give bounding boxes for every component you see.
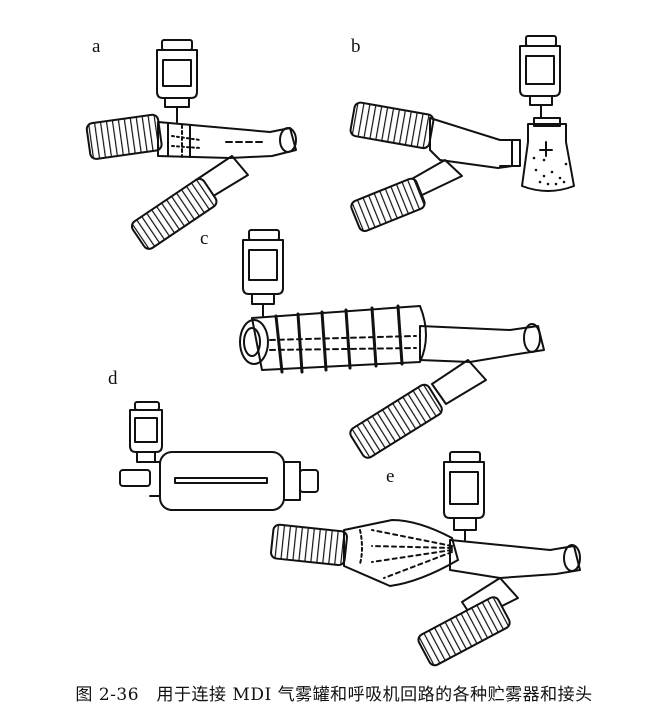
- panel-b-assembly: [349, 35, 575, 233]
- panel-a-corrugated-tube-upper: [85, 113, 163, 160]
- panel-a-assembly: [85, 39, 297, 250]
- panel-label-c: c: [200, 228, 209, 249]
- panel-e-assembly: [270, 451, 581, 667]
- panel-e-corrugated-tube-upper: [270, 523, 348, 567]
- panel-e-y-piece: [449, 539, 581, 579]
- panel-e-mdi-canister: [443, 451, 485, 541]
- panel-b-corrugated-tube-upper: [349, 101, 435, 150]
- panel-b-mdi-canister: [519, 35, 561, 119]
- panel-e-corrugated-tube-lower: [417, 596, 511, 667]
- panel-b-spacer-chamber: [521, 117, 575, 192]
- panel-b-corrugated-tube-lower: [350, 177, 426, 233]
- panel-c-corrugated-tube: [349, 383, 443, 459]
- panel-d-assembly: [119, 401, 319, 511]
- panel-label-a: a: [92, 36, 101, 57]
- panel-b-collar: [499, 139, 521, 167]
- panel-a-mdi-canister: [156, 39, 198, 123]
- panel-d-cylindrical-spacer: [119, 451, 319, 511]
- panel-label-b: b: [351, 36, 361, 57]
- panel-e-conical-spacer: [343, 519, 459, 587]
- panel-c-assembly: [239, 229, 545, 459]
- panel-d-mdi-canister: [129, 401, 163, 463]
- panel-c-collapsible-spacer: [239, 304, 427, 374]
- panel-a-inline-adapter: [157, 121, 297, 199]
- panel-a-corrugated-tube-lower: [130, 177, 218, 250]
- panel-label-d: d: [108, 368, 118, 389]
- panel-c-lower-limb: [431, 359, 487, 405]
- figure-caption: 图 2-36 用于连接 MDI 气雾罐和呼吸机回路的各种贮雾器和接头: [75, 685, 593, 705]
- panel-label-e: e: [386, 466, 395, 487]
- panel-c-mdi-canister: [242, 229, 284, 317]
